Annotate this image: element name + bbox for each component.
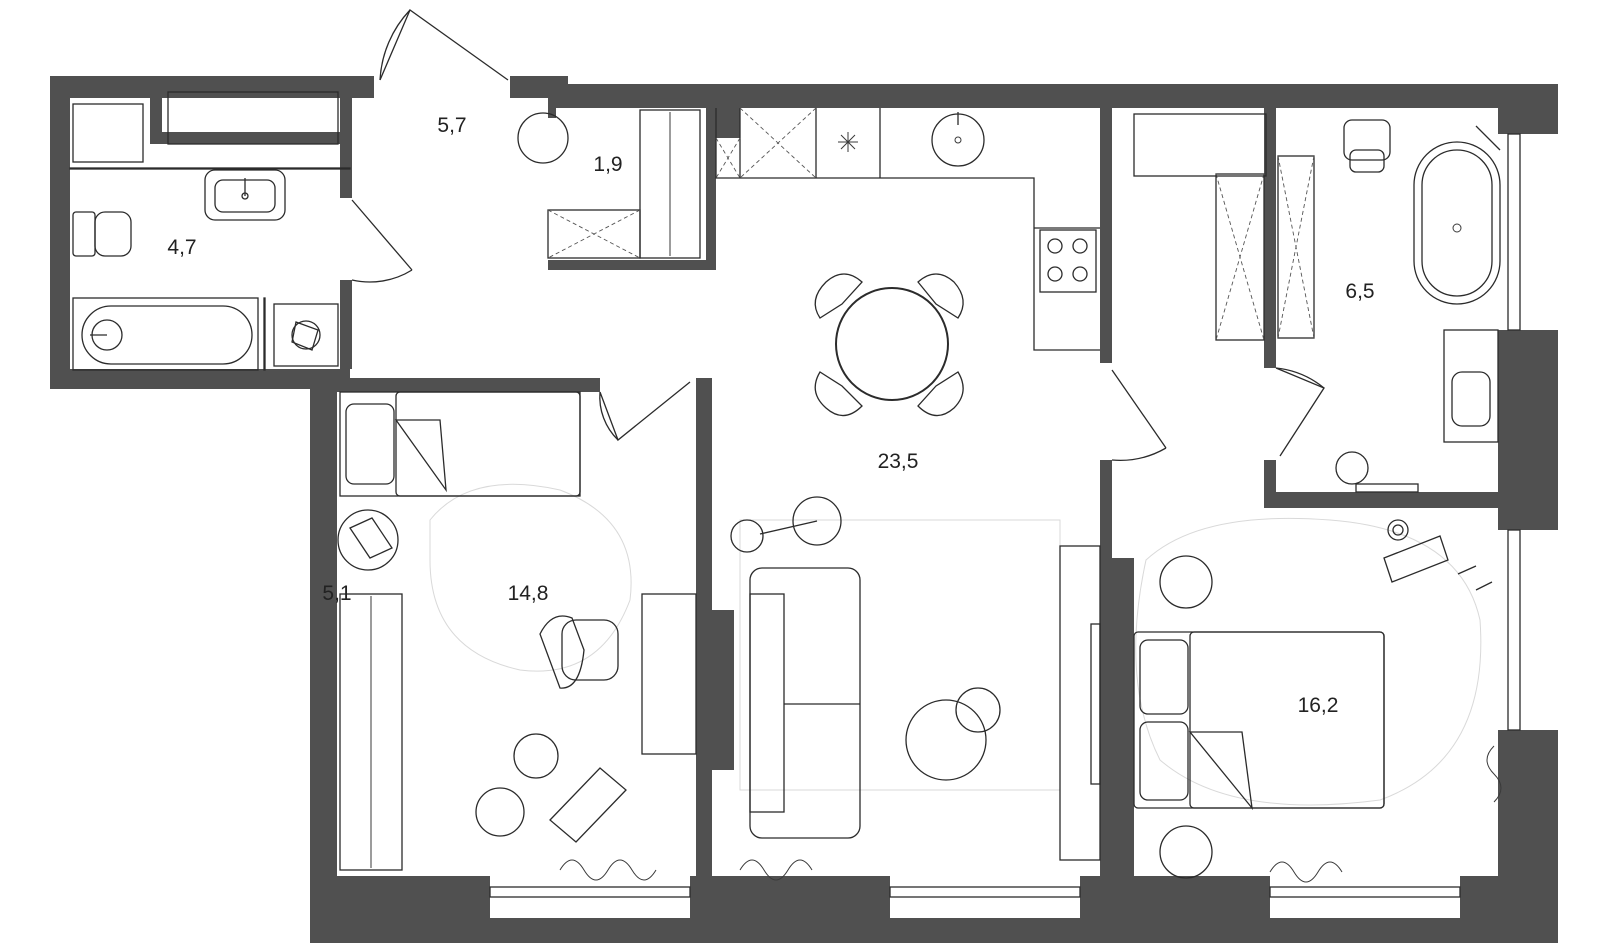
walls <box>50 76 1558 943</box>
closet-furniture <box>517 109 701 259</box>
area-labels: 4,7 5,7 1,9 23,5 14,8 5,1 6,5 16,2 <box>167 114 1374 717</box>
area-label-bedroom-child: 14,8 <box>508 582 549 605</box>
area-label-kitchen-living: 23,5 <box>878 450 919 473</box>
area-label-closet: 1,9 <box>593 153 622 176</box>
kitchen-furniture <box>715 107 1100 351</box>
area-label-balcony: 5,1 <box>322 582 351 605</box>
area-label-bathroom-2: 6,5 <box>1345 280 1374 303</box>
area-label-bedroom-master: 16,2 <box>1298 694 1339 717</box>
area-label-hallway: 5,7 <box>437 114 466 137</box>
child-bedroom-furniture <box>337 391 697 881</box>
area-label-bathroom-1: 4,7 <box>167 236 196 259</box>
master-bedroom-furniture <box>1133 113 1502 883</box>
windows <box>489 133 1521 898</box>
dining-table <box>814 273 964 417</box>
living-furniture <box>730 496 1101 881</box>
bathroom-1-furniture <box>69 91 351 371</box>
doors <box>351 9 1325 461</box>
bathroom-2-furniture <box>1215 119 1501 493</box>
